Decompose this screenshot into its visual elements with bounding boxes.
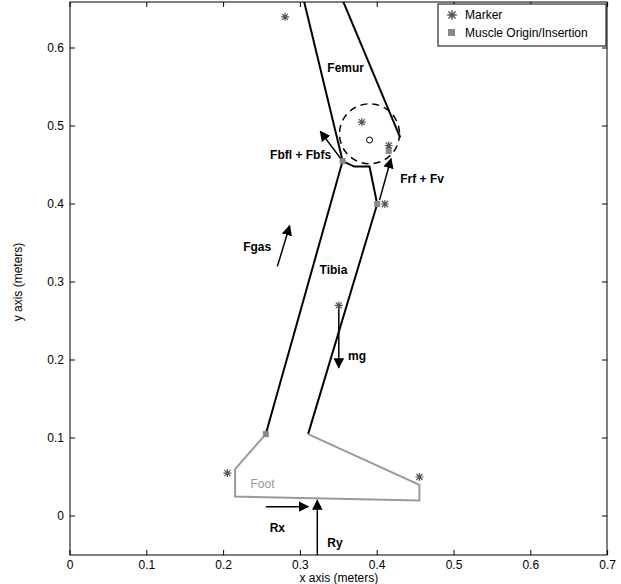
tick-label: 0.5: [446, 558, 463, 572]
force-arrow: [380, 159, 392, 200]
force-label: Rx: [270, 521, 285, 535]
axes-frame: [70, 2, 607, 555]
force-arrow: [317, 500, 319, 555]
marker: [381, 200, 389, 208]
muscle-insertion: [263, 431, 269, 437]
x-tick: [146, 550, 147, 555]
force-label: Ry: [327, 536, 342, 550]
tick-label: 0.1: [47, 431, 64, 445]
muscle-insertion: [386, 148, 392, 154]
y-tick: [70, 360, 75, 361]
force-arrow: [266, 506, 308, 508]
foot-outline: [235, 434, 419, 500]
muscle-insertion: [340, 158, 346, 164]
y-tick: [70, 48, 75, 49]
axis-ticks: [70, 2, 608, 555]
tick-label: 0.5: [47, 119, 64, 133]
y-tick: [602, 48, 607, 49]
y-tick: [602, 204, 607, 205]
x-tick: [300, 2, 301, 7]
y-tick: [602, 438, 607, 439]
force-label: Fgas: [243, 240, 271, 254]
leg-drawing: [223, 2, 423, 555]
y-tick: [602, 282, 607, 283]
marker: [415, 473, 423, 481]
axis-label: y axis (meters): [11, 243, 25, 322]
x-tick: [454, 550, 455, 555]
muscle-insertion: [374, 201, 380, 207]
legend-text: Muscle Origin/Insertion: [465, 26, 588, 40]
y-tick: [70, 282, 75, 283]
tibia-outline: [266, 161, 377, 434]
x-tick: [607, 2, 608, 7]
y-tick: [70, 516, 75, 517]
part-name: Foot: [250, 477, 274, 491]
legend-square-symbol: [448, 29, 455, 36]
part-name: Femur: [327, 61, 364, 75]
force-label: mg: [348, 349, 366, 363]
tick-label: 0: [57, 509, 64, 523]
tick-label: 0.6: [47, 41, 64, 55]
x-tick: [70, 550, 71, 555]
legend-box: [438, 4, 606, 46]
y-tick: [602, 360, 607, 361]
x-tick: [377, 550, 378, 555]
tick-label: 0.3: [292, 558, 309, 572]
tick-label: 0.1: [138, 558, 155, 572]
tick-label: 0.3: [47, 275, 64, 289]
x-tick: [70, 2, 71, 7]
force-arrow: [338, 305, 340, 367]
x-tick: [223, 550, 224, 555]
part-name: Tibia: [320, 263, 348, 277]
tick-label: 0.2: [47, 353, 64, 367]
marker: [335, 301, 343, 309]
marker: [281, 13, 289, 21]
x-tick: [146, 2, 147, 7]
axis-label: x axis (meters): [299, 571, 378, 584]
tick-label: 0.6: [522, 558, 539, 572]
y-tick: [70, 126, 75, 127]
legend-marker-symbol: [447, 10, 457, 20]
femur-line: [293, 2, 343, 161]
marker: [358, 118, 366, 126]
knee-center: [367, 137, 373, 143]
force-arrow: [277, 226, 289, 267]
legend-text: Marker: [465, 8, 502, 22]
x-tick: [377, 2, 378, 7]
y-tick: [602, 516, 607, 517]
y-tick: [70, 204, 75, 205]
tick-label: 0.4: [47, 197, 64, 211]
force-label: Fbfl + Fbfs: [270, 148, 331, 162]
tick-label: 0.7: [599, 558, 616, 572]
x-tick: [607, 550, 608, 555]
x-tick: [223, 2, 224, 7]
force-label: Frf + Fv: [400, 172, 444, 186]
y-tick: [70, 438, 75, 439]
x-tick: [300, 550, 301, 555]
knee-joint-circle: [340, 104, 400, 164]
marker: [223, 469, 231, 477]
tick-label: 0.4: [369, 558, 386, 572]
y-tick: [602, 126, 607, 127]
femur-line: [323, 2, 400, 138]
x-tick: [530, 550, 531, 555]
tick-label: 0: [67, 558, 74, 572]
tick-label: 0.2: [215, 558, 232, 572]
